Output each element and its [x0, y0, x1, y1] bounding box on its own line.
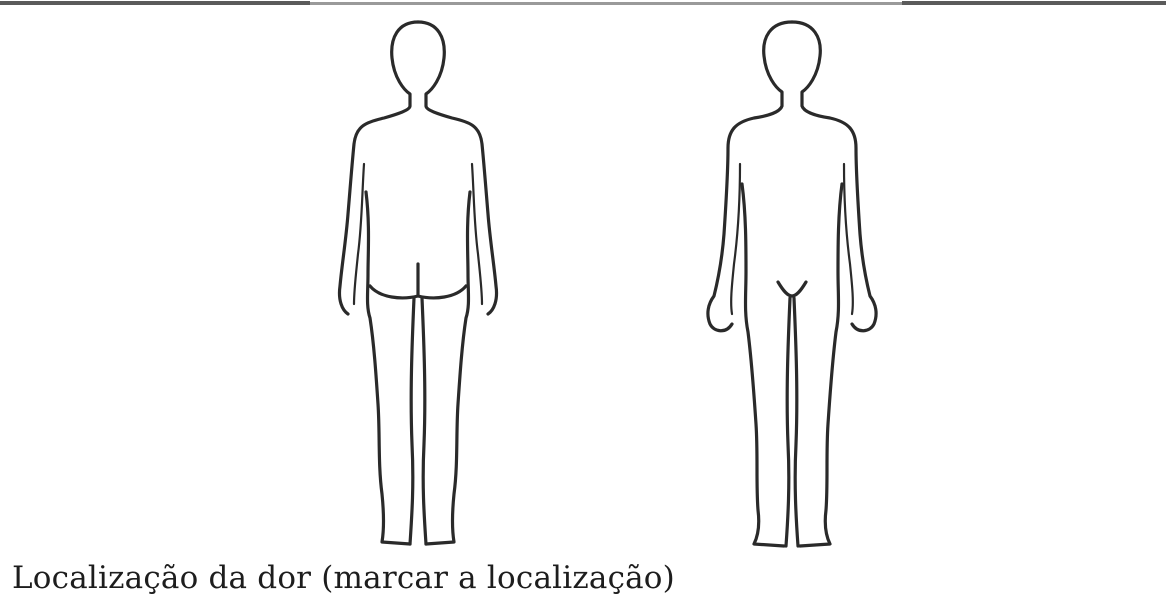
body-outline-front-icon — [692, 14, 892, 554]
body-outline-back-figure[interactable] — [318, 14, 518, 554]
top-rule-right — [902, 1, 1166, 5]
top-rule-middle — [310, 2, 902, 5]
body-outline-back-icon — [318, 14, 518, 554]
body-outline-front-figure[interactable] — [692, 14, 892, 554]
pain-location-caption: Localização da dor (marcar a localização… — [12, 560, 675, 596]
top-rule-left — [0, 1, 310, 5]
top-rule — [0, 0, 1166, 6]
